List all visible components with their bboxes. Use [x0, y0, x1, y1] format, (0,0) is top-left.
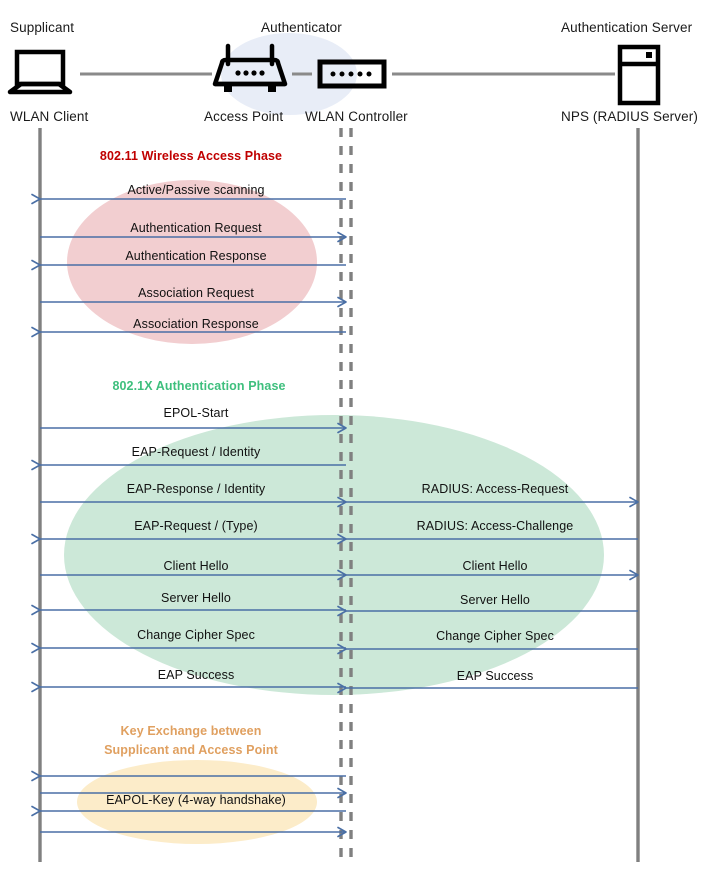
msg-eap-success-right-label: EAP Success — [456, 669, 534, 683]
msg-active-passive-scanning-label: Active/Passive scanning — [127, 183, 265, 197]
msg-eapol-key-3-label: EAPOL-Key (4-way handshake) — [106, 793, 286, 807]
supplicant-role: Supplicant — [10, 20, 75, 35]
msg-radius-access-challenge-label: RADIUS: Access-Challenge — [416, 519, 574, 533]
authentication-server-role: Authentication Server — [561, 20, 693, 35]
msg-eap-request-identity-label: EAP-Request / Identity — [131, 445, 261, 459]
msg-association-response-label: Association Response — [133, 317, 259, 331]
wlan-client-node-label: WLAN Client — [10, 109, 89, 124]
server-tower-icon — [617, 44, 661, 106]
msg-authentication-response-label: Authentication Response — [125, 249, 267, 263]
phase-key-exchange-label-line1: Key Exchange between — [120, 724, 262, 738]
nps-radius-server-node-label: NPS (RADIUS Server) — [561, 109, 698, 124]
msg-client-hello-left-label: Client Hello — [163, 559, 229, 573]
phase-8021x-authentication-ellipse — [64, 415, 604, 695]
authenticator-halo — [221, 33, 357, 115]
wireless-router-icon — [212, 43, 288, 92]
phase-80211-wireless-access-ellipse — [67, 180, 317, 344]
laptop-icon — [7, 49, 73, 95]
msg-server-hello-left-label: Server Hello — [161, 591, 231, 605]
phase-key-exchange-label-line2: Supplicant and Access Point — [104, 743, 278, 757]
msg-server-hello-right-label: Server Hello — [460, 593, 530, 607]
phase-8021x-authentication-label: 802.1X Authentication Phase — [112, 379, 286, 393]
phase-key-exchange-ellipse — [77, 760, 317, 844]
controller-box-icon — [317, 59, 387, 89]
msg-eap-response-identity-label: EAP-Response / Identity — [126, 482, 266, 496]
msg-change-cipher-spec-right-label: Change Cipher Spec — [436, 629, 554, 643]
msg-client-hello-right-label: Client Hello — [462, 559, 528, 573]
phase-80211-wireless-access-label: 802.11 Wireless Access Phase — [99, 149, 283, 163]
msg-radius-access-request-label: RADIUS: Access-Request — [421, 482, 569, 496]
msg-eap-request-type-label: EAP-Request / (Type) — [134, 519, 258, 533]
wlan-controller-node-label: WLAN Controller — [305, 109, 408, 124]
access-point-node-label: Access Point — [204, 109, 284, 124]
msg-association-request-label: Association Request — [138, 286, 254, 300]
msg-eap-success-left-label: EAP Success — [157, 668, 235, 682]
msg-eapol-start-label: EPOL-Start — [163, 406, 229, 420]
msg-change-cipher-spec-left-label: Change Cipher Spec — [137, 628, 255, 642]
msg-authentication-request-label: Authentication Request — [130, 221, 262, 235]
authenticator-role: Authenticator — [261, 20, 342, 35]
